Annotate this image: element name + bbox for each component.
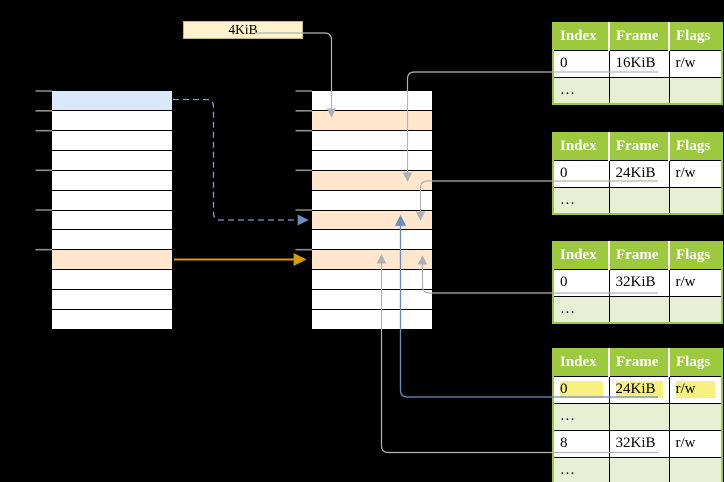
page-table-cell: 0 (553, 375, 610, 403)
page-table-cell: 0 (553, 268, 610, 296)
memory-row-orange (312, 210, 432, 231)
memory-row-white (312, 270, 432, 291)
memory-row-white (52, 170, 172, 191)
page-table-cell (609, 76, 670, 104)
memory-row-blue (52, 91, 172, 111)
address-ticks-middle (295, 90, 312, 251)
page-table-row: … (553, 402, 722, 430)
page-table-cell: r/w (669, 49, 722, 77)
page-table-cell: 0 (553, 49, 610, 77)
page-table-cell (669, 76, 722, 104)
memory-row-white (52, 290, 172, 311)
page-table-cell (669, 295, 722, 323)
page-table-cell (609, 402, 670, 430)
page-table-cell: … (553, 402, 610, 430)
page-table-row: … (553, 456, 722, 482)
page-table-cell: r/w (669, 268, 722, 296)
page-table-cell (609, 295, 670, 323)
page-table-cell: … (553, 186, 610, 214)
page-table-row: … (553, 76, 722, 104)
memory-row-white (312, 91, 432, 111)
memory-row-orange (312, 250, 432, 271)
memory-row-white (52, 310, 172, 330)
memory-row-white (52, 230, 172, 251)
memory-row-white (312, 130, 432, 151)
memory-row-white (312, 230, 432, 251)
page-table-header-cell: Frame (609, 242, 670, 269)
page-table-cell: r/w (669, 375, 722, 403)
page-table-header-cell: Index (553, 133, 610, 160)
page-table-cell: 32KiB (609, 268, 670, 296)
page-table-cell (669, 186, 722, 214)
memory-row-white (52, 270, 172, 291)
page-table-header-cell: Index (553, 242, 610, 269)
page-table-row: … (553, 295, 722, 323)
memory-row-white (312, 190, 432, 211)
page-table-cell: … (553, 456, 610, 482)
page-table-cell: r/w (669, 159, 722, 187)
page-table-cell: 32KiB (609, 429, 670, 457)
page-table-cell: … (553, 295, 610, 323)
page-table-cell (609, 456, 670, 482)
memory-row-white (52, 130, 172, 151)
page-table-cell (669, 456, 722, 482)
page-table-header-cell: Flags (669, 242, 722, 269)
page-table-header-cell: Frame (609, 349, 670, 376)
page-table-header-cell: Flags (669, 133, 722, 160)
page-table-header-cell: Flags (669, 349, 722, 376)
address-ticks-left (35, 90, 52, 251)
page-table-cell: 16KiB (609, 49, 670, 77)
memory-row-white (52, 210, 172, 231)
memory-row-orange (312, 170, 432, 191)
memory-row-orange (312, 110, 432, 131)
page-table-cell: 24KiB (609, 159, 670, 187)
arrow-blue-page-to-frame-dashed (173, 98, 309, 226)
page-table-header-cell: Flags (669, 23, 722, 50)
highlighted-value: 0 (560, 381, 603, 398)
memory-row-white (312, 290, 432, 311)
page-table-header-cell: Frame (609, 133, 670, 160)
page-table-cell: r/w (669, 429, 722, 457)
highlighted-value: r/w (675, 381, 715, 398)
page-table-cell: 24KiB (609, 375, 670, 403)
memory-row-orange (52, 250, 172, 271)
page-size-label: 4KiB (183, 21, 303, 39)
page-table-row: 0 24KiB r/w (553, 375, 722, 403)
page-table-cell (609, 186, 670, 214)
memory-column-left (52, 91, 172, 330)
page-table-cell (669, 402, 722, 430)
memory-column-middle (312, 91, 432, 330)
page-table-row: … (553, 186, 722, 214)
page-table-cell: … (553, 76, 610, 104)
page-table-header-cell: Index (553, 23, 610, 50)
memory-row-white (52, 150, 172, 171)
memory-row-white (52, 110, 172, 131)
page-table-cell: 8 (553, 429, 610, 457)
page-table-header-cell: Index (553, 349, 610, 376)
page-table-cell: 0 (553, 159, 610, 187)
memory-row-white (312, 310, 432, 330)
page-table-header-cell: Frame (609, 23, 670, 50)
memory-row-white (312, 150, 432, 171)
highlighted-value: 24KiB (615, 381, 663, 398)
memory-row-white (52, 190, 172, 211)
